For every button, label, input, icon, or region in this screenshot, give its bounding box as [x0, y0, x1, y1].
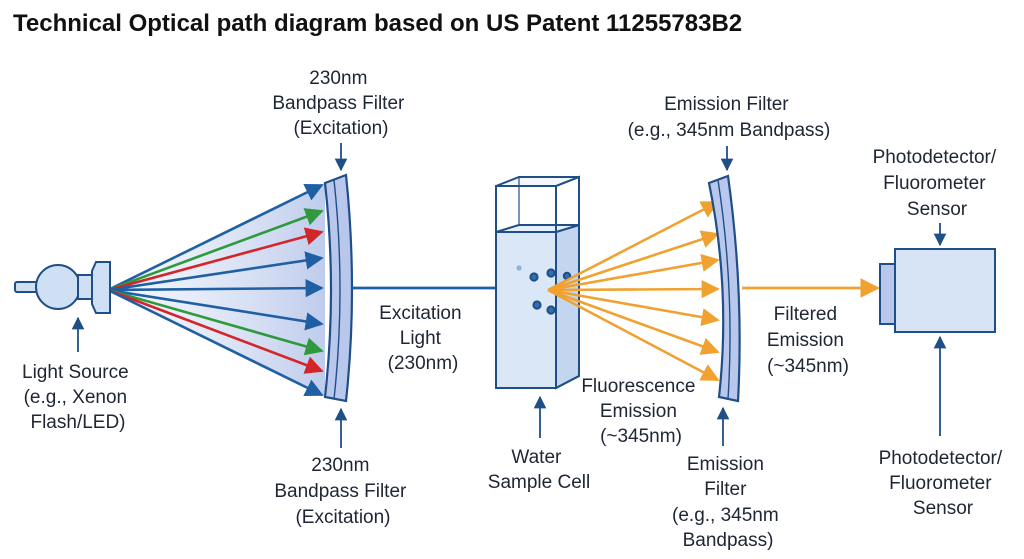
particle	[529, 272, 539, 282]
light-source	[14, 261, 111, 314]
particle	[516, 265, 522, 271]
light-source-pin	[14, 281, 38, 293]
label-excitation-light: Excitation Light (230nm)	[379, 303, 467, 374]
emission-ray	[547, 288, 720, 327]
label-photodetector-top: Photodetector/ Fluorometer Sensor	[873, 147, 1002, 220]
label-water-sample-cell: Water Sample Cell	[488, 447, 590, 493]
label-filtered-emission: Filtered Emission (~345nm)	[767, 304, 849, 377]
ray-red	[107, 227, 324, 292]
label-excitation-filter-bottom: 230nm Bandpass Filter (Excitation)	[274, 455, 411, 528]
emission-ray	[547, 288, 720, 355]
emission-filter-plate	[707, 174, 741, 403]
fluorescence-emission-rays	[547, 200, 720, 382]
light-source-bulb	[35, 264, 81, 310]
label-emission-filter-bottom: Emission Filter (e.g., 345nm Bandpass)	[672, 454, 784, 551]
emission-ray	[547, 279, 720, 299]
label-fluorescence-emission: Fluorescence Emission (~345nm)	[581, 376, 700, 447]
ray-blue	[107, 251, 324, 292]
ray-blue-top	[107, 183, 324, 292]
label-excitation-filter-top: 230nm Bandpass Filter (Excitation)	[272, 68, 409, 139]
particle	[546, 268, 556, 278]
ray-blue-bottom	[107, 288, 324, 397]
cuvette-glass-side	[555, 175, 580, 390]
ray-green	[107, 208, 324, 292]
ray-red	[107, 288, 324, 374]
light-source-reflector	[91, 261, 111, 314]
ray-green	[107, 288, 324, 356]
excitation-filter-plate	[323, 173, 354, 403]
emission-filter	[707, 174, 741, 403]
page-title: Technical Optical path diagram based on …	[13, 10, 742, 37]
label-light-source: Light Source (e.g., Xenon Flash/LED)	[22, 362, 134, 433]
ray-blue-center	[107, 279, 324, 298]
emission-ray	[547, 288, 720, 382]
emission-ray	[547, 230, 720, 292]
cuvette-liquid-side	[555, 223, 580, 390]
excitation-rays	[107, 183, 324, 397]
photodetector-body	[894, 248, 996, 333]
ray-blue	[107, 288, 324, 331]
label-emission-filter-top: Emission Filter (e.g., 345nm Bandpass)	[628, 94, 831, 141]
label-photodetector-bottom: Photodetector/ Fluorometer Sensor	[879, 448, 1008, 519]
photodetector	[879, 248, 996, 333]
water-sample-cell	[495, 175, 580, 390]
excitation-bandpass-filter	[323, 173, 354, 403]
pointer-arrows	[71, 143, 947, 448]
photodetector-window	[879, 263, 896, 325]
particle	[532, 300, 542, 310]
emission-ray	[547, 253, 720, 292]
light-source-neck	[77, 274, 93, 300]
emission-ray	[547, 200, 720, 292]
particle	[546, 305, 556, 315]
